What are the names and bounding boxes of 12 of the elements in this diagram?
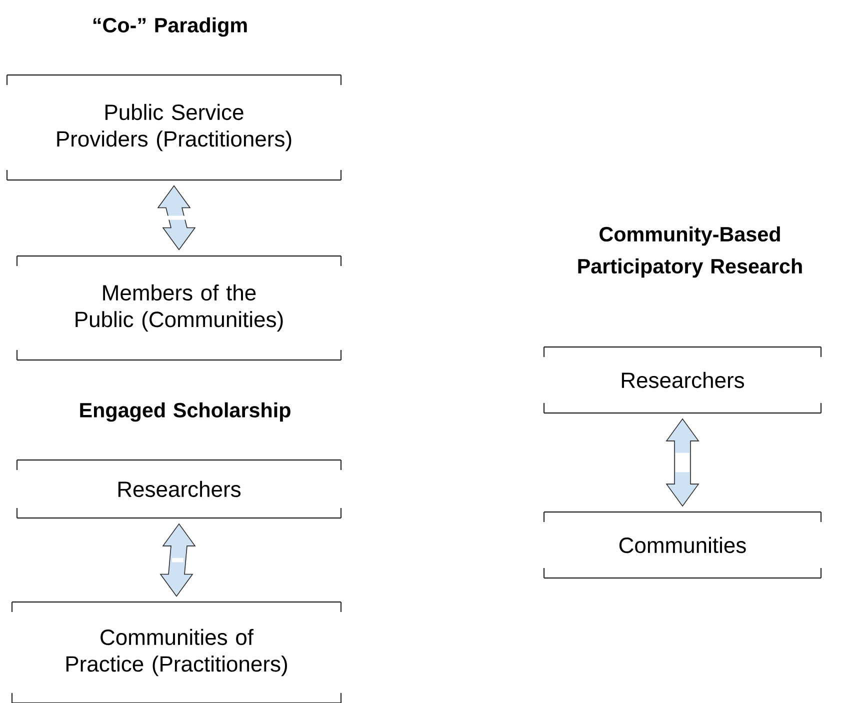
double-arrow <box>160 523 196 597</box>
text-box: Researchers <box>543 346 822 414</box>
double-arrow <box>666 418 700 507</box>
group-heading: “Co-” Paradigm <box>93 17 247 37</box>
group-heading: Engaged Scholarship <box>80 402 290 422</box>
text-box: Communities <box>543 511 822 579</box>
text-box: Communities of Practice (Practitioners) <box>11 601 342 703</box>
group-heading: Community-Based Participatory Research <box>578 226 802 278</box>
text-box: Public Service Providers (Practitioners) <box>6 74 342 181</box>
double-arrow <box>157 185 196 250</box>
text-box: Members of the Public (Communities) <box>16 255 342 361</box>
text-box: Researchers <box>16 459 342 519</box>
